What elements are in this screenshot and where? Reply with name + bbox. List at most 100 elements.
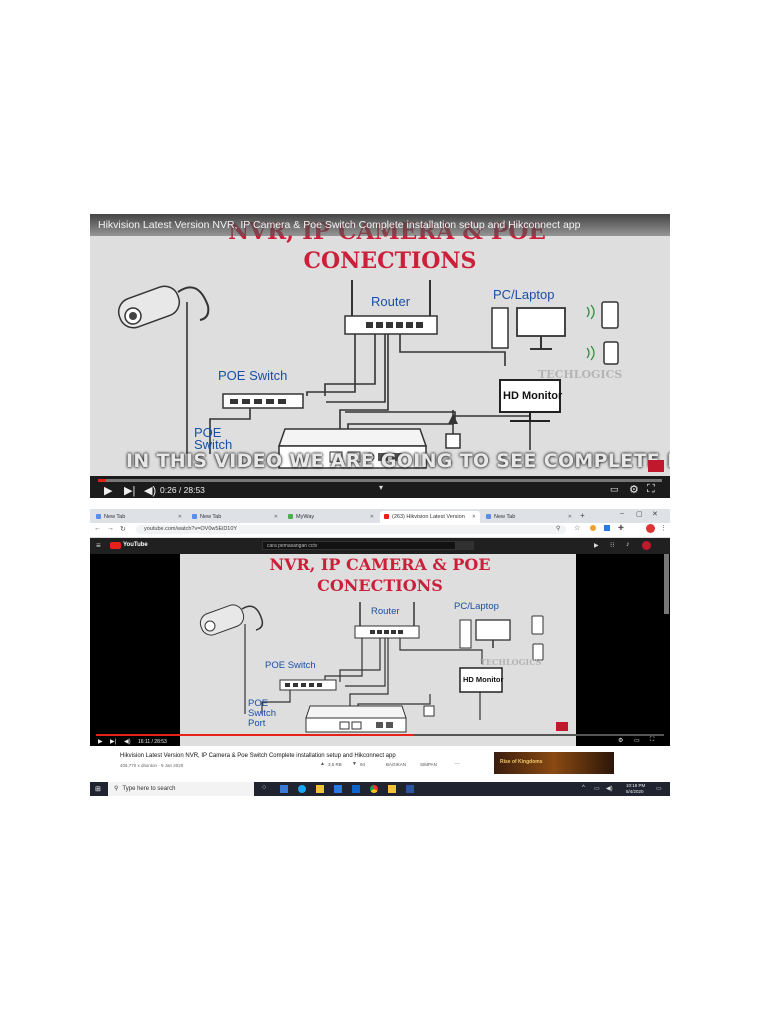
video-views: 406,770 x ditonton · 9 Jan 2020: [120, 763, 184, 768]
windows-start-icon[interactable]: ⊞: [95, 786, 101, 793]
photos-icon[interactable]: [388, 785, 396, 793]
search-icon: ⚲: [114, 786, 119, 792]
minimize-icon[interactable]: –: [620, 510, 624, 517]
close-icon[interactable]: ✕: [177, 514, 182, 520]
close-icon[interactable]: ✕: [369, 514, 374, 520]
search-button[interactable]: [456, 541, 474, 550]
poe-switch-label: POE Switch: [218, 368, 288, 383]
extension-icon[interactable]: [590, 525, 596, 531]
extension-icon-2[interactable]: [604, 525, 610, 531]
word-icon[interactable]: [406, 785, 414, 793]
notifications-icon[interactable]: ♪: [626, 541, 630, 548]
hd-monitor-label-small: HD Monitor: [463, 675, 504, 684]
page-icon: [486, 514, 491, 520]
network-icon[interactable]: ▭: [594, 786, 600, 792]
volume-icon[interactable]: ◀): [144, 485, 157, 497]
time-display: 0:26 / 28:53: [160, 485, 205, 495]
settings-icon[interactable]: ⚙: [618, 738, 624, 744]
create-video-icon[interactable]: ▶: [594, 543, 599, 549]
yt-progress-bar[interactable]: [96, 734, 664, 736]
store-icon[interactable]: [334, 785, 342, 793]
maximize-icon[interactable]: ▢: [636, 511, 643, 518]
play-icon[interactable]: ▶: [104, 485, 113, 497]
video-title-overlay[interactable]: Hikvision Latest Version NVR, IP Camera …: [98, 219, 581, 231]
tab-myway[interactable]: MyWay✕: [284, 511, 378, 523]
notification-icon[interactable]: ▭: [656, 786, 662, 792]
poe-port-label-small-2: Switch: [248, 708, 276, 719]
close-icon[interactable]: ✕: [567, 514, 572, 520]
profile-avatar[interactable]: [646, 524, 655, 533]
search-icon[interactable]: ⚲: [556, 526, 561, 532]
router-label: Router: [371, 294, 411, 309]
subtitles-icon[interactable]: ▭: [610, 484, 619, 494]
diagram-title-line2: CONECTIONS: [303, 248, 477, 274]
settings-icon[interactable]: ⚙: [629, 484, 639, 496]
power-outlet-icon: [445, 414, 461, 449]
search-input[interactable]: cara pemasangan cctv: [262, 541, 456, 550]
more-icon[interactable]: ⋮: [660, 525, 667, 532]
dislike-icon[interactable]: ▼: [352, 761, 357, 767]
apps-icon[interactable]: ⁝⁝: [610, 542, 615, 549]
tab-new-tab-1[interactable]: New Tab✕: [92, 511, 186, 523]
youtube-video-player[interactable]: NVR, IP CAMERA & POE CONECTIONS: [90, 554, 670, 746]
dislike-count: 94: [360, 762, 366, 767]
reload-icon[interactable]: ↻: [120, 526, 126, 533]
router-icon: [344, 280, 438, 335]
pc-icon-small: [459, 619, 472, 649]
more-actions-icon[interactable]: …: [454, 760, 460, 766]
share-button[interactable]: BAGIKAN: [386, 762, 407, 767]
video-player-large[interactable]: NVR, IP CAMERA & POE CONECTIONS: [90, 214, 670, 498]
page-icon: [288, 514, 293, 520]
account-avatar[interactable]: [642, 541, 651, 550]
close-icon[interactable]: ✕: [273, 514, 278, 520]
fullscreen-icon[interactable]: ⛶: [650, 737, 655, 743]
network-diagram-1: [117, 280, 619, 469]
taskbar-app-icon[interactable]: [280, 785, 288, 793]
next-icon[interactable]: ▶|: [124, 485, 136, 497]
url-field[interactable]: youtube.com/watch?v=OV0w5EiD10Y: [136, 525, 566, 534]
file-explorer-icon[interactable]: [316, 785, 324, 793]
taskbar-search-placeholder: Type here to search: [122, 786, 176, 792]
video-title-bar: [90, 214, 670, 236]
youtube-icon: [384, 514, 389, 520]
tray-up-icon[interactable]: ^: [582, 785, 585, 791]
poe-port-label-2: Switch: [194, 437, 233, 452]
taskbar-search[interactable]: ⚲Type here to search: [108, 782, 254, 796]
close-icon[interactable]: ✕: [471, 514, 476, 520]
chevron-down-icon[interactable]: ▾: [379, 483, 384, 492]
mail-icon[interactable]: [352, 785, 360, 793]
pc-laptop-label-small: PC/Laptop: [454, 601, 499, 612]
ad-banner[interactable]: Rise of Kingdoms: [494, 752, 614, 774]
save-button[interactable]: SIMPAN: [420, 762, 437, 767]
star-icon[interactable]: ☆: [574, 525, 581, 532]
puzzle-icon[interactable]: ✚: [618, 525, 624, 532]
like-icon[interactable]: ▲: [320, 761, 325, 767]
chrome-icon[interactable]: [370, 785, 378, 793]
video-title: Hikvision Latest Version NVR, IP Camera …: [120, 753, 396, 759]
scrollbar-thumb[interactable]: [664, 554, 669, 614]
task-view-icon[interactable]: ○: [262, 784, 267, 791]
hd-monitor-label: HD Monitor: [503, 390, 563, 402]
miniplayer-icon[interactable]: ▭: [634, 738, 640, 744]
tab-youtube[interactable]: (263) Hikvision Latest Version✕: [380, 511, 480, 523]
next-icon[interactable]: ▶|: [110, 739, 117, 745]
play-icon[interactable]: ▶: [98, 739, 103, 745]
diagram-title-line1-small: NVR, IP CAMERA & POE: [269, 555, 491, 574]
back-icon[interactable]: ←: [94, 525, 101, 532]
page-icon: [96, 514, 101, 520]
close-window-icon[interactable]: ✕: [652, 511, 658, 518]
tab-new-tab-2[interactable]: New Tab✕: [188, 511, 282, 523]
speaker-icon[interactable]: ◀): [606, 786, 613, 792]
edge-icon[interactable]: [298, 785, 306, 793]
new-tab-icon[interactable]: +: [580, 511, 585, 520]
volume-icon[interactable]: ◀): [124, 739, 131, 745]
tab-new-tab-3[interactable]: New Tab✕: [482, 511, 576, 523]
menu-icon[interactable]: ≡: [96, 541, 101, 550]
youtube-logo[interactable]: [110, 542, 121, 549]
hd-monitor-icon-small: [459, 667, 503, 693]
watermark-text-small: TECHLOGICS: [480, 657, 542, 667]
fullscreen-icon[interactable]: ⛶: [647, 483, 655, 495]
progress-bar[interactable]: [98, 479, 662, 482]
forward-icon[interactable]: →: [107, 525, 114, 532]
poe-switch-icon: [222, 393, 304, 409]
